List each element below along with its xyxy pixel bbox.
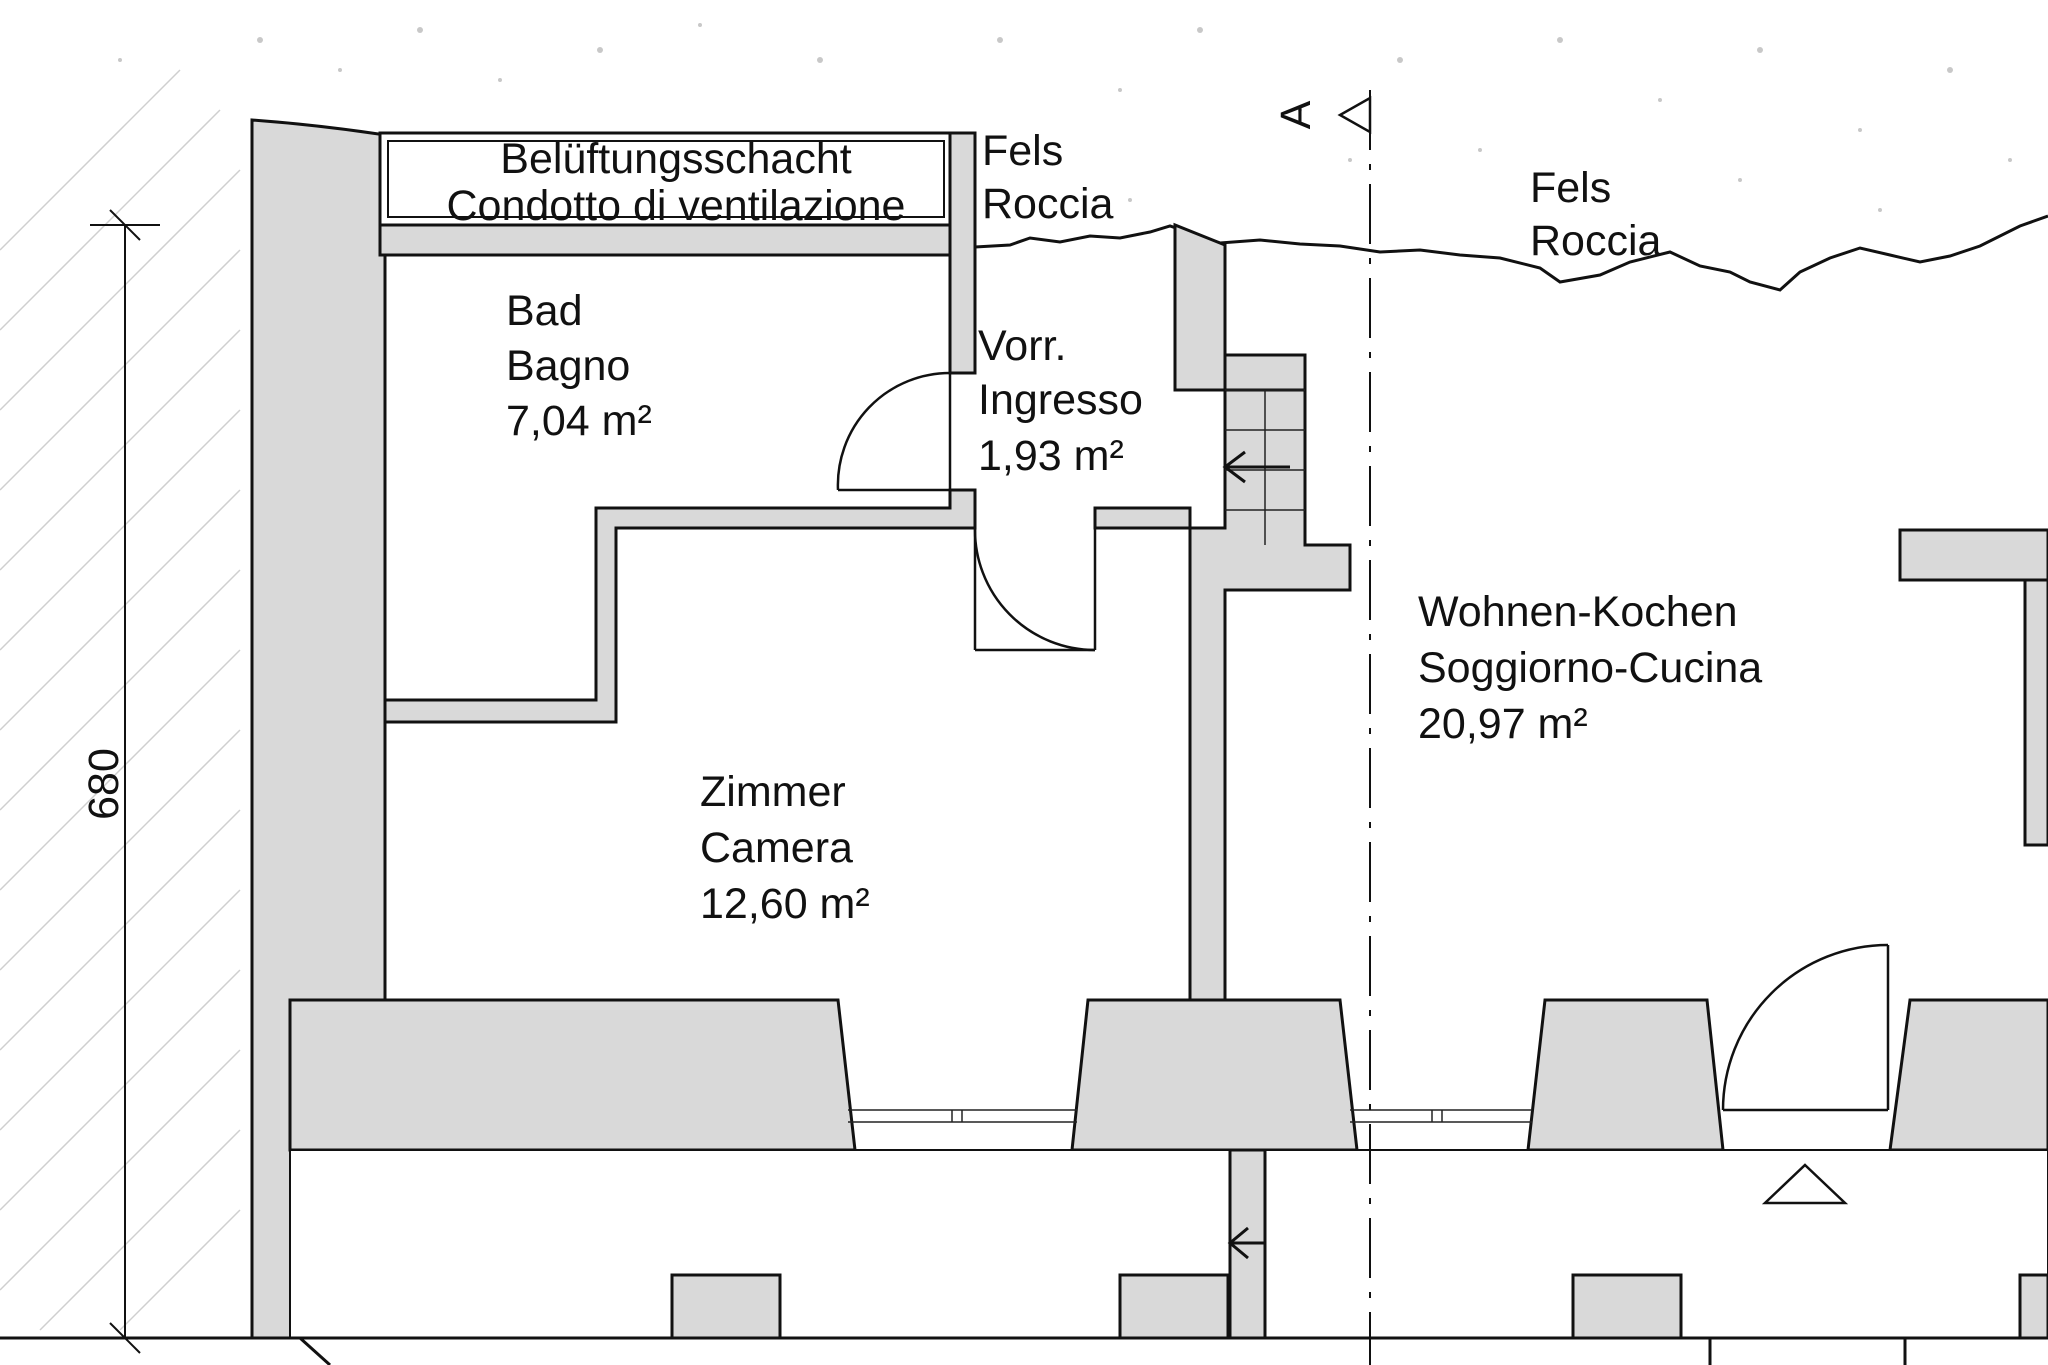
facade-wall [288,998,857,1152]
room-area: 12,60 m² [700,880,870,928]
living-label-it: Soggiorno-Cucina [1418,644,1762,692]
ventilation-label-de: Belüftungsschacht [500,135,851,183]
section-marker-label: A [1272,100,1320,129]
living-label-de: Wohnen-Kochen [1418,588,1738,636]
ground-diagonal [298,1336,332,1365]
right-wall-stub [1898,528,2048,847]
bath-label-de: Bad [506,287,583,335]
rock-right-label-it: Roccia [1530,217,1662,265]
bath-bottom-wall [383,488,977,724]
ventilation-inner [387,140,945,218]
bath-area: 7,04 m² [506,397,652,445]
facade-pier-2 [1526,998,1725,1152]
rock-left-label-it: Roccia [982,180,1114,228]
entrance-label-de: Vorr. [978,322,1066,370]
lower-pillar-3 [1571,1273,1683,1340]
entrance-label-it: Ingresso [978,376,1143,424]
rock-right-label-de: Fels [1530,164,1611,212]
window-1 [848,1109,1077,1123]
dimension-line [90,209,160,1354]
ventilation-label-it: Condotto di ventilazione [447,182,906,230]
room-label-de: Zimmer [700,768,846,816]
bath-door [836,371,952,492]
living-area: 20,97 m² [1418,700,1588,748]
facade-pier-3 [1888,998,2048,1152]
exterior-hatch [0,69,241,1331]
entrance-area: 1,93 m² [978,432,1124,480]
rock-left-label-de: Fels [982,127,1063,175]
lower-pillar-1 [670,1273,782,1340]
entry-door [1721,943,1890,1112]
bath-label-it: Bagno [506,342,630,390]
lower-arrow [1227,1226,1265,1260]
entrance-right-wall [1093,222,1352,1007]
room-door [973,527,1097,652]
room-label-it: Camera [700,824,853,872]
facade-pier-1 [1070,998,1359,1152]
lower-pillar-2 [1118,1273,1230,1340]
lower-pillar-4 [2018,1273,2048,1340]
entry-triangle [1761,1163,1849,1205]
stair-arrow [1222,450,1290,484]
shaft-bottom-wall [378,223,954,257]
bath-entrance-partition [948,131,977,375]
window-2 [1350,1109,1532,1123]
section-marker-triangle [1337,95,1372,135]
dimension-label: 680 [80,748,128,820]
rock-boundary [974,214,2048,292]
